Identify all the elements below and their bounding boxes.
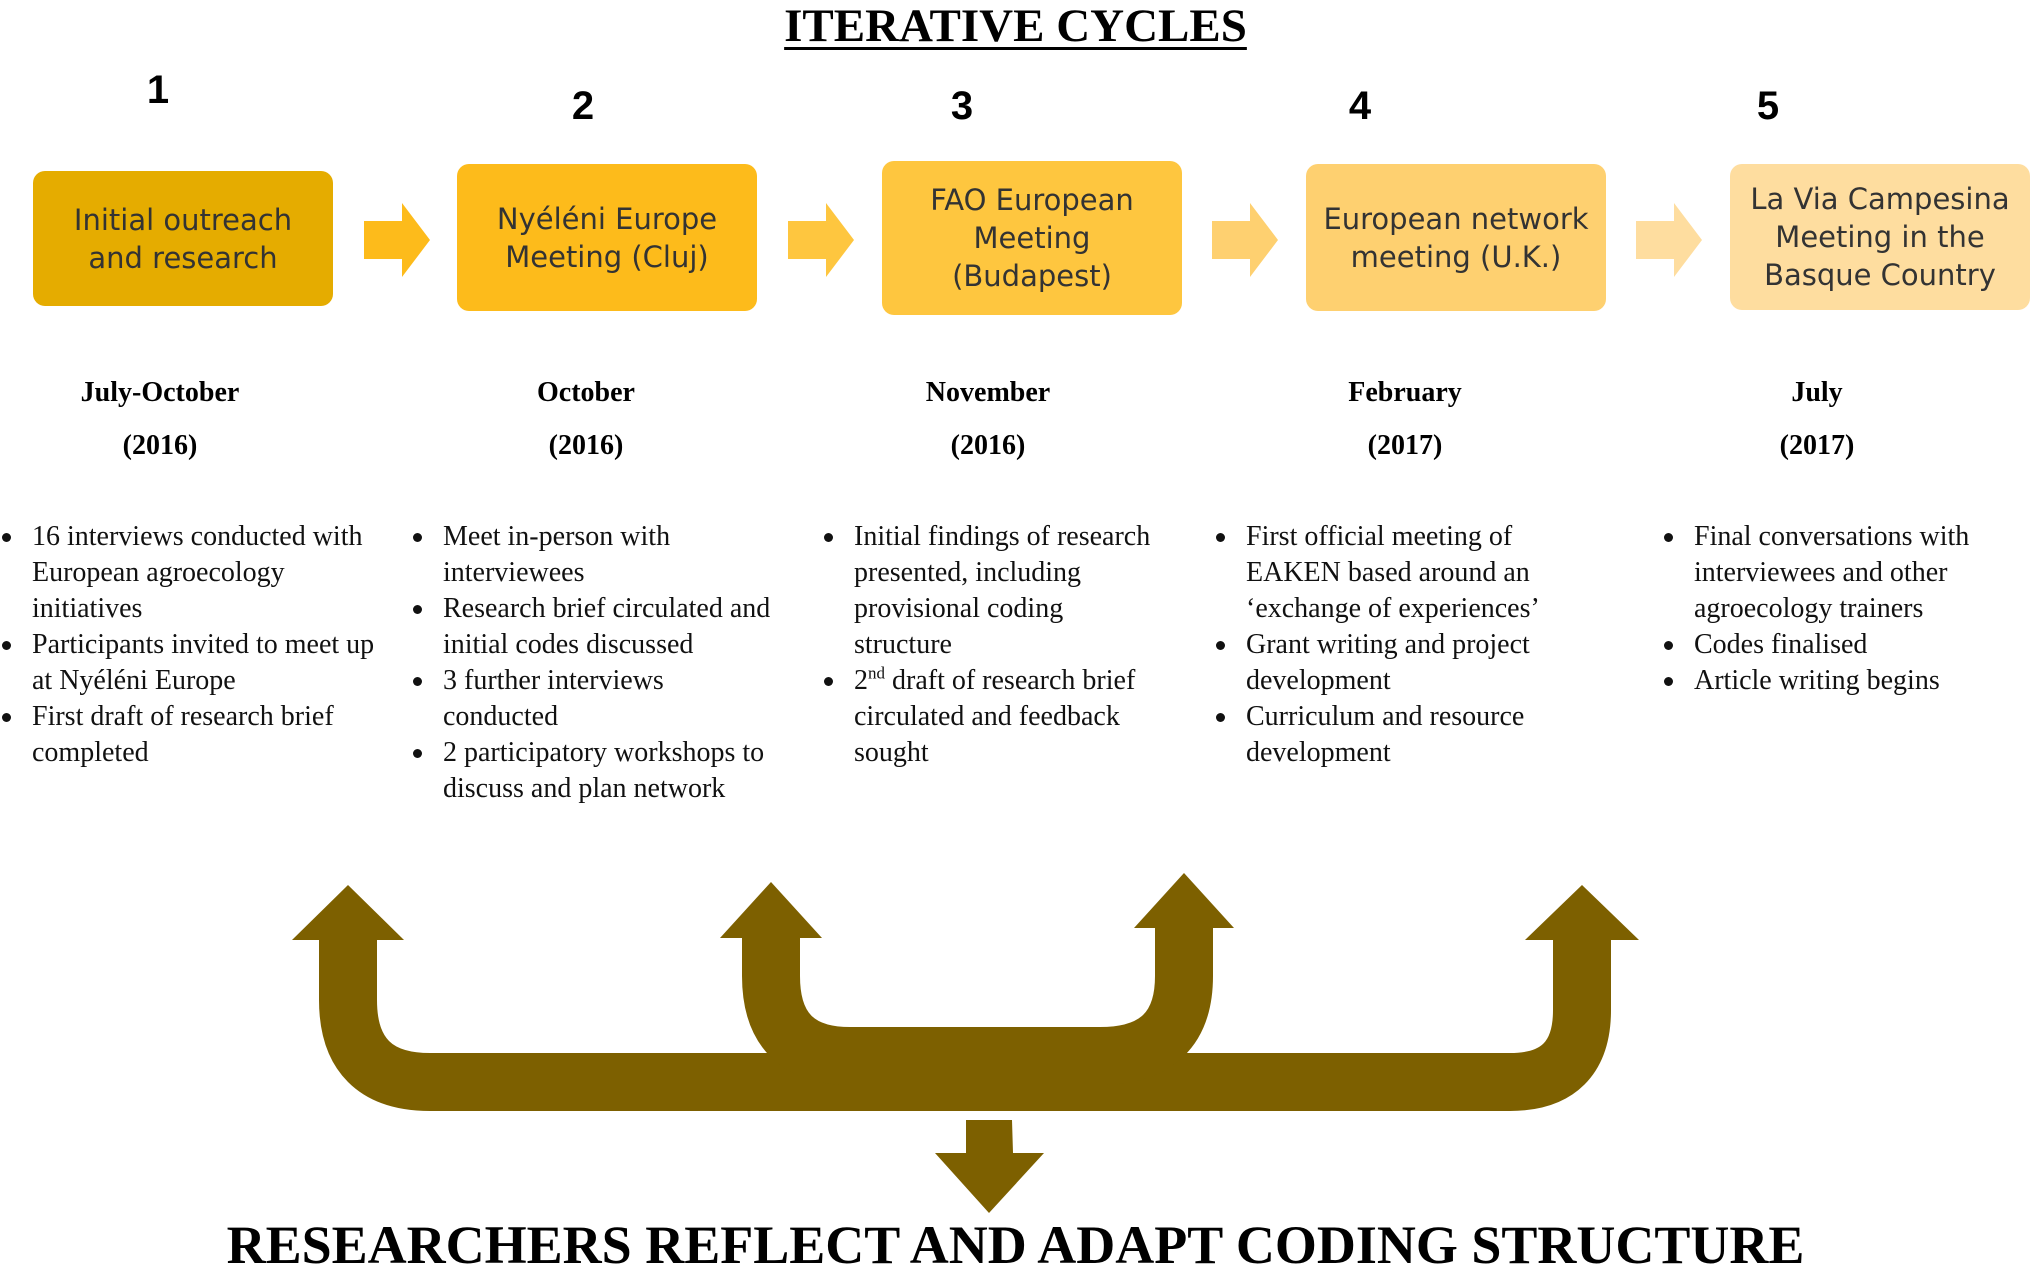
- list-item: 16 interviews conducted with European ag…: [0, 519, 385, 627]
- connector-inner-branch: [742, 928, 1213, 1085]
- stage-1-year: (2016): [122, 430, 198, 461]
- list-item: Codes finalised: [1662, 627, 2031, 663]
- stage-2-year: (2016): [548, 430, 624, 461]
- stage-5-box: La Via Campesina Meeting in the Basque C…: [1730, 164, 2030, 310]
- list-item: Grant writing and project development: [1214, 627, 1614, 699]
- arrow-right-icon: [1212, 203, 1278, 277]
- stage-3-year: (2016): [950, 430, 1026, 461]
- stage-4-period: February: [1348, 377, 1462, 408]
- list-item: Research brief circulated and initial co…: [411, 591, 771, 663]
- stage-3-number: 3: [950, 84, 974, 128]
- list-item: Final conversations with interviewees an…: [1662, 519, 2031, 627]
- list-item: Meet in-person with interviewees: [411, 519, 771, 591]
- stage-2-box: Nyéléni Europe Meeting (Cluj): [457, 164, 757, 311]
- arrow-up-icon: [1134, 873, 1234, 928]
- arrow-up-icon: [1525, 885, 1639, 940]
- stage-2-number: 2: [571, 84, 595, 128]
- stage-4-activities: First official meeting of EAKEN based ar…: [1214, 519, 1614, 771]
- arrow-up-icon: [292, 885, 404, 940]
- list-item: Curriculum and resource development: [1214, 699, 1614, 771]
- list-item: First official meeting of EAKEN based ar…: [1214, 519, 1614, 627]
- stage-4-box: European network meeting (U.K.): [1306, 164, 1606, 311]
- list-item: 2nd draft of research brief circulated a…: [822, 663, 1152, 771]
- stage-3-activities: Initial findings of research presented, …: [822, 519, 1152, 771]
- connector-outer-branch: [319, 940, 1611, 1111]
- list-item: 3 further interviews conducted: [411, 663, 771, 735]
- stage-5-year: (2017): [1779, 430, 1855, 461]
- stage-2-period: October: [537, 377, 635, 408]
- stage-4-year: (2017): [1367, 430, 1443, 461]
- list-item: Article writing begins: [1662, 663, 2031, 699]
- stage-5-activities: Final conversations with interviewees an…: [1662, 519, 2031, 699]
- arrow-right-icon: [1636, 203, 1702, 277]
- stage-3-period: November: [925, 377, 1051, 408]
- stage-4-number: 4: [1348, 84, 1372, 128]
- stage-2-activities: Meet in-person with interviewees Researc…: [411, 519, 771, 807]
- stage-1-box: Initial outreach and research: [33, 171, 333, 306]
- list-item: First draft of research brief completed: [0, 699, 385, 771]
- arrow-right-icon: [788, 203, 854, 277]
- arrow-down-icon: [935, 1120, 1044, 1213]
- connector-arrowheads: [292, 873, 1639, 1213]
- list-item-text: draft of research brief circulated and f…: [854, 665, 1136, 768]
- stage-1-period: July-October: [80, 377, 240, 408]
- connector-lines: [319, 928, 1611, 1111]
- stage-1-number: 1: [146, 68, 170, 112]
- list-item: Participants invited to meet up at Nyélé…: [0, 627, 385, 699]
- list-item: Initial findings of research presented, …: [822, 519, 1152, 663]
- ordinal-number: 2: [854, 665, 868, 696]
- diagram-title-text: ITERATIVE CYCLES: [784, 0, 1247, 52]
- arrow-right-icon: [364, 203, 430, 277]
- stage-1-activities: 16 interviews conducted with European ag…: [0, 519, 385, 771]
- stage-5-period: July: [1791, 377, 1843, 408]
- list-item: 2 participatory workshops to discuss and…: [411, 735, 771, 807]
- stage-5-number: 5: [1756, 84, 1780, 128]
- diagram-title: ITERATIVE CYCLES: [0, 0, 2031, 52]
- arrow-up-icon: [720, 882, 822, 938]
- stage-3-box: FAO European Meeting (Budapest): [882, 161, 1182, 315]
- footer-caption: RESEARCHERS REFLECT AND ADAPT CODING STR…: [226, 1215, 1805, 1275]
- ordinal-suffix: nd: [868, 663, 885, 683]
